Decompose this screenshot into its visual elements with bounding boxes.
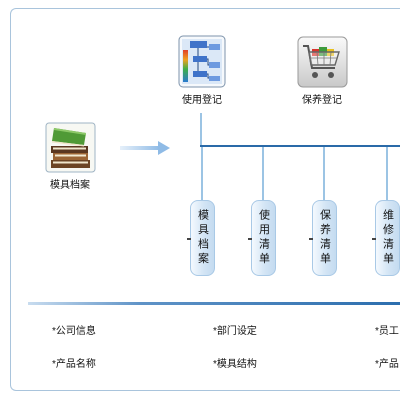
branch-bus-line <box>200 145 400 147</box>
mold-archive-button[interactable] <box>45 122 96 173</box>
panel-frame <box>10 8 400 391</box>
flow-arrow-icon <box>120 141 170 155</box>
branch-tick <box>248 238 252 240</box>
maintenance-register-button[interactable] <box>297 36 348 88</box>
employee-link[interactable]: *员工 <box>375 326 399 337</box>
branch-tick <box>309 238 313 240</box>
usage-connector-line <box>200 113 202 146</box>
branch-tick <box>372 238 376 240</box>
branch-label: 维修清单 <box>381 209 394 267</box>
branch-drop-line <box>201 147 203 200</box>
branch-usage-list[interactable]: 使用清单 <box>251 200 276 276</box>
branch-label: 使用清单 <box>257 209 270 267</box>
mold-archive-label: 模具档案 <box>50 180 90 191</box>
usage-register-button[interactable] <box>178 35 226 88</box>
product-name-link[interactable]: *产品名称 <box>52 359 96 370</box>
maintenance-register-label: 保养登记 <box>302 95 342 106</box>
branch-drop-line <box>262 147 264 200</box>
branch-repair-list[interactable]: 维修清单 <box>375 200 400 276</box>
branch-drop-line <box>323 147 325 200</box>
company-info-link[interactable]: *公司信息 <box>52 326 96 337</box>
department-settings-link[interactable]: *部门设定 <box>213 326 257 337</box>
shopping-cart-icon <box>297 36 348 88</box>
branch-tick <box>187 238 191 240</box>
branch-maintenance-list[interactable]: 保养清单 <box>312 200 337 276</box>
flowchart-icon <box>178 35 226 88</box>
product-link[interactable]: *产品 <box>375 359 399 370</box>
usage-register-label: 使用登记 <box>182 95 222 106</box>
mold-structure-link[interactable]: *模具结构 <box>213 359 257 370</box>
settings-divider <box>28 302 400 305</box>
branch-drop-line <box>386 147 388 200</box>
branch-label: 模具档案 <box>196 209 209 267</box>
branch-label: 保养清单 <box>318 209 331 267</box>
books-icon <box>45 122 96 173</box>
branch-mold-archive[interactable]: 模具档案 <box>190 200 215 276</box>
